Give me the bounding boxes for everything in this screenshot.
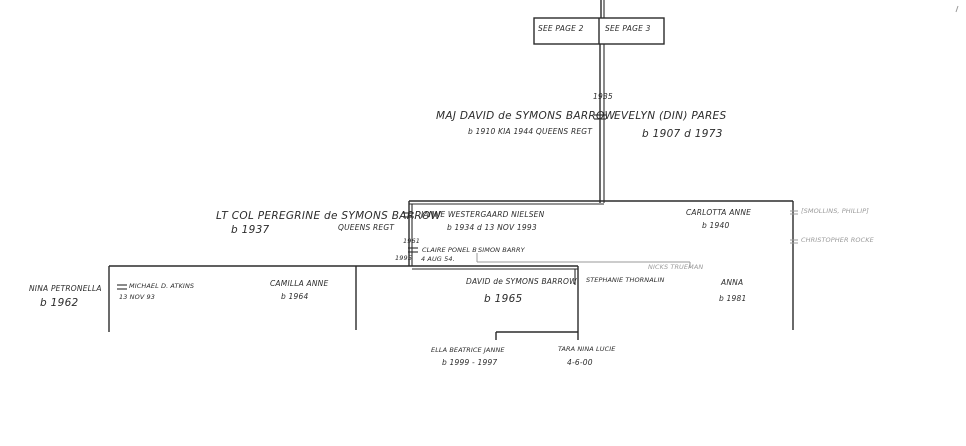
marriage-1961: 1961 bbox=[403, 237, 420, 245]
camilla-name: CAMILLA ANNE bbox=[270, 279, 329, 288]
ella-name: ELLA BEATRICE JANNE bbox=[431, 346, 505, 354]
nina-birth: b 1962 bbox=[40, 297, 79, 309]
anna-birth: b 1981 bbox=[719, 294, 747, 303]
tara-birth: 4-6-00 bbox=[567, 358, 593, 367]
peregrine-birth: b 1937 bbox=[231, 224, 270, 236]
claire-name: CLAIRE PONEL B bbox=[422, 246, 477, 254]
peregrine-regiment: QUEENS REGT bbox=[338, 223, 395, 232]
david-junior-name: DAVID de SYMONS BARROW bbox=[466, 277, 577, 286]
david-junior-birth: b 1965 bbox=[484, 293, 523, 305]
claire-date: 4 AUG 54. bbox=[421, 255, 455, 263]
see-page-3-label: SEE PAGE 3 bbox=[605, 24, 651, 33]
nicks-trueman: NICKS TRUEMAN bbox=[648, 263, 704, 271]
anna-name: ANNA bbox=[721, 278, 744, 287]
stephanie-name: STEPHANIE THORNALIN bbox=[586, 276, 665, 284]
nina-marriage-date: 13 NOV 93 bbox=[119, 293, 155, 301]
simon-barry-name: SIMON BARRY bbox=[478, 246, 525, 254]
janne-dates: b 1934 d 13 NOV 1993 bbox=[447, 223, 537, 232]
evelyn-dates: b 1907 d 1973 bbox=[642, 128, 723, 140]
ella-birth: b 1999 - 1997 bbox=[442, 358, 498, 367]
evelyn-name: EVELYN (DIN) PARES bbox=[614, 110, 727, 122]
carlotta-birth: b 1940 bbox=[702, 221, 730, 230]
gen1-marriage-year: 1935 bbox=[593, 92, 613, 101]
peregrine-name: LT COL PEREGRINE de SYMONS BARROW bbox=[216, 210, 442, 222]
marriage-1995: 1995 bbox=[395, 254, 412, 262]
camilla-birth: b 1964 bbox=[281, 292, 309, 301]
nina-name: NINA PETRONELLA bbox=[29, 284, 102, 293]
michael-atkins-name: MICHAEL D. ATKINS bbox=[129, 282, 195, 290]
see-page-2-label: SEE PAGE 2 bbox=[538, 24, 584, 33]
carlotta-name: CARLOTTA ANNE bbox=[686, 208, 752, 217]
tara-name: TARA NINA LUCIE bbox=[558, 345, 616, 353]
janne-name: JANNE WESTERGAARD NIELSEN bbox=[421, 210, 545, 219]
marriage-equals-marks bbox=[117, 114, 798, 290]
david-senior-dates: b 1910 KIA 1944 QUEENS REGT bbox=[468, 127, 593, 136]
carlotta-spouse-2: CHRISTOPHER ROCKE bbox=[801, 236, 874, 244]
stray-mark bbox=[955, 5, 959, 13]
carlotta-spouse-1: [SMOLLINS, PHILLIP] bbox=[801, 207, 869, 215]
david-senior-name: MAJ DAVID de SYMONS BARROW bbox=[436, 110, 616, 122]
